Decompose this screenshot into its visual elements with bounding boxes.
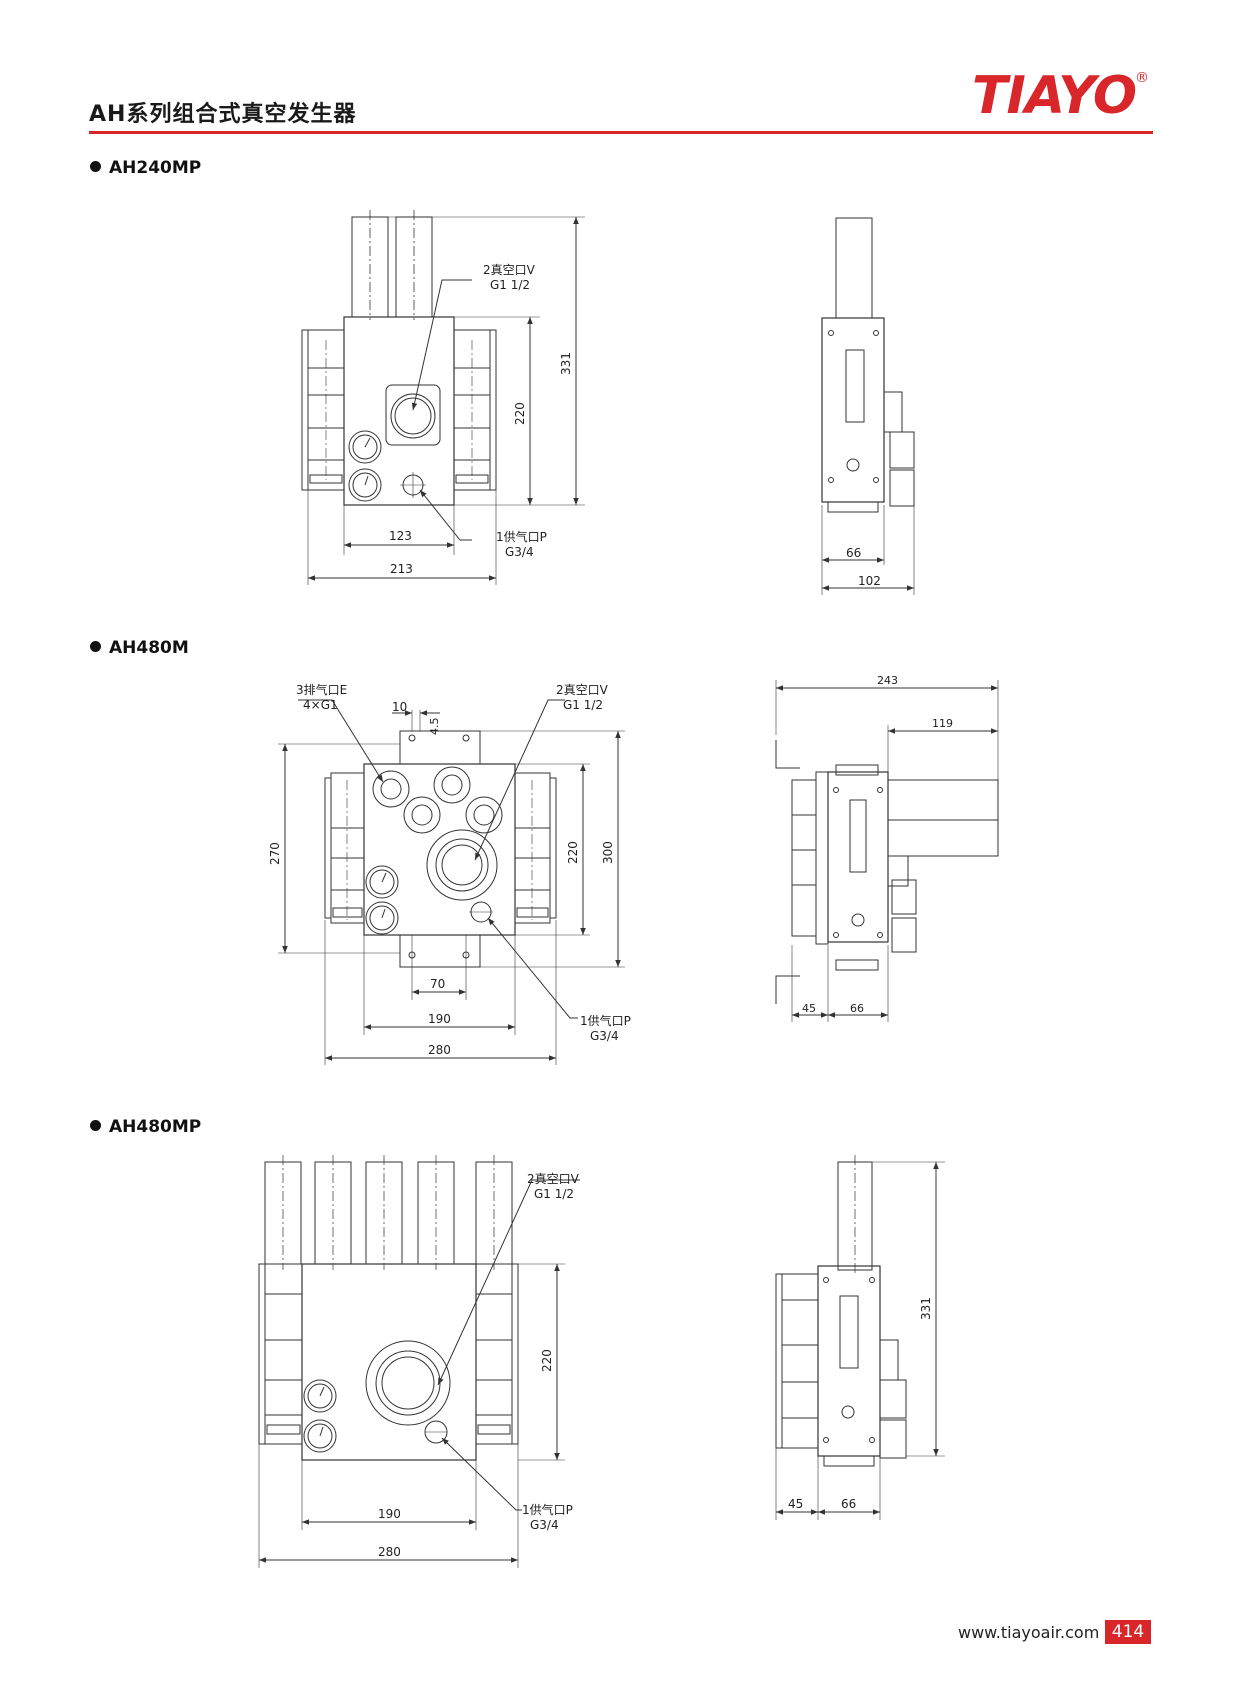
ah240mp-front-view (301, 210, 585, 585)
exhaust-port (372, 770, 410, 808)
exhaust-port-thread: 4×G1 (303, 698, 338, 712)
exhaust-port (403, 796, 441, 834)
valve-block (889, 469, 915, 507)
dim-height-body: 220 (540, 1349, 554, 1372)
section-title-ah240mp: AH240MP (90, 158, 201, 178)
dim-small-a: 10 (392, 700, 407, 714)
right-module-stack (514, 772, 551, 924)
pipe (835, 217, 873, 319)
port-icon (851, 913, 865, 927)
supply-port-label: 1供气口P (496, 529, 547, 544)
gauge-icon (303, 1419, 337, 1453)
main-body (363, 763, 516, 936)
vacuum-port-flange (365, 1340, 451, 1426)
gauge-icon (348, 430, 382, 464)
registered-mark: ® (1135, 70, 1149, 86)
exhaust-port-label: 3排气口E (296, 682, 347, 697)
valve-block (889, 431, 915, 469)
side-body (817, 1265, 881, 1457)
main-body (343, 316, 455, 506)
vacuum-port-flange (426, 829, 498, 901)
header-rule (89, 131, 1153, 134)
valve-block (879, 1419, 907, 1459)
dim-side-total: 243 (877, 674, 898, 687)
bullet-icon (90, 161, 101, 172)
vacuum-port-label: 2真空口V (483, 263, 536, 277)
vacuum-port-label: 2真空口V (556, 683, 609, 697)
dim-side-left: 45 (802, 1002, 816, 1015)
dim-side-body: 66 (841, 1497, 856, 1511)
ah480mp-front-view (258, 1155, 580, 1568)
supply-port-thread: G3/4 (590, 1029, 619, 1043)
dim-side-total: 102 (858, 574, 881, 588)
vacuum-port-thread: G1 1/2 (534, 1187, 574, 1201)
dim-side-left: 45 (788, 1497, 803, 1511)
exhaust-port (433, 766, 471, 804)
dim-height-total: 331 (559, 352, 573, 375)
brand-logo: TIAYO (972, 66, 1137, 126)
section-model-label: AH480MP (109, 1117, 202, 1137)
supply-port-thread: G3/4 (505, 545, 534, 559)
side-body (827, 771, 889, 943)
bullet-icon (90, 1120, 101, 1131)
valve-block (891, 879, 917, 915)
vacuum-port-flange (385, 384, 441, 446)
dim-height-body: 220 (566, 841, 580, 864)
exhaust-port (465, 796, 503, 834)
vacuum-port-label: 2真空口V (527, 1172, 580, 1186)
vacuum-port-thread: G1 1/2 (490, 278, 530, 292)
gauge-icon (348, 468, 382, 502)
dim-side-height-total: 331 (919, 1297, 933, 1320)
dim-side-body: 66 (846, 546, 861, 560)
bullet-icon (90, 641, 101, 652)
supply-port-label: 1供气口P (580, 1013, 631, 1028)
page-title: AH系列组合式真空发生器 (89, 102, 357, 127)
dim-side-body: 66 (850, 1002, 864, 1015)
dim-width-total: 280 (378, 1545, 401, 1559)
dim-width-total: 280 (428, 1043, 451, 1057)
left-module-stack (264, 1263, 303, 1445)
left-module-stack (330, 772, 365, 924)
vacuum-port-thread: G1 1/2 (563, 698, 603, 712)
main-body (301, 1263, 477, 1461)
ah480m-front-view (278, 699, 625, 1065)
page-number: 414 (1105, 1620, 1151, 1644)
dim-small-b: 4.5 (428, 718, 441, 736)
section-title-ah480m: AH480M (90, 638, 189, 658)
ah240mp-side-view (821, 217, 915, 595)
port-icon (846, 458, 860, 472)
dim-width-body: 190 (428, 1012, 451, 1026)
ah480m-side-view (775, 680, 999, 1022)
dim-width-body: 123 (389, 529, 412, 543)
upper-tube (887, 779, 999, 821)
gauge-icon (365, 865, 399, 899)
section-title-ah480mp: AH480MP (90, 1117, 201, 1137)
dim-height-left: 270 (268, 842, 282, 865)
section-model-label: AH240MP (109, 158, 202, 178)
valve-block (891, 917, 917, 953)
ah480mp-side-view (775, 1155, 945, 1520)
port-icon (841, 1405, 855, 1419)
gauge-icon (365, 901, 399, 935)
dim-mount: 70 (430, 977, 445, 991)
dim-width-body: 190 (378, 1507, 401, 1521)
gauge-icon (303, 1379, 337, 1413)
valve-block (879, 1379, 907, 1419)
dim-height-body: 220 (513, 402, 527, 425)
footer-url: www.tiayoair.com (958, 1623, 1100, 1642)
dim-height-total: 300 (601, 841, 615, 864)
supply-port-thread: G3/4 (530, 1518, 559, 1532)
side-body (821, 317, 885, 503)
dim-side-upper: 119 (932, 717, 953, 730)
dim-width-total: 213 (390, 562, 413, 576)
section-model-label: AH480M (109, 638, 189, 658)
side-stack (791, 779, 817, 937)
supply-port-label: 1供气口P (522, 1502, 573, 1517)
